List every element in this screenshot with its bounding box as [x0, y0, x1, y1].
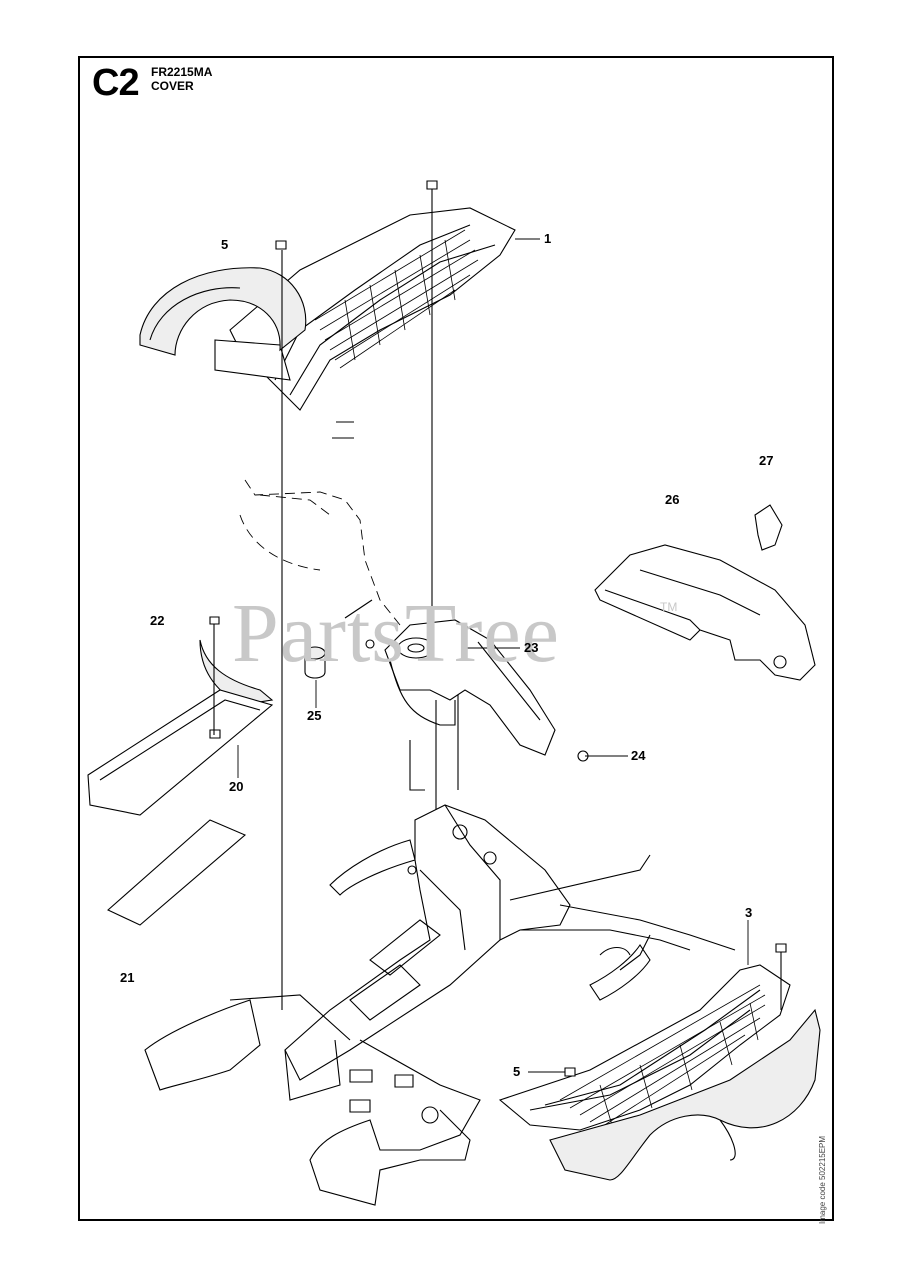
- page-code: C2: [92, 62, 140, 104]
- part-25-plug: [305, 647, 325, 678]
- leader-lines: [238, 239, 748, 1072]
- callout-25: 25: [307, 708, 322, 723]
- ghost-outline: [240, 480, 400, 625]
- image-code: Image code 502215EPM: [818, 1135, 827, 1224]
- watermark-text: PartsTree: [232, 587, 560, 680]
- part-27-clip: [755, 505, 782, 550]
- grille-pattern-lower: [560, 985, 765, 1128]
- part-20-22-side-panel: [88, 617, 272, 815]
- part-21-strip: [108, 820, 245, 925]
- part-5-fender-top: [140, 268, 306, 355]
- callout-5-top: 5: [221, 237, 229, 252]
- hardware-dashes: [332, 422, 354, 438]
- callout-26: 26: [665, 492, 680, 507]
- bolt-top-5: [276, 241, 286, 249]
- bolt-bottom-3: [776, 944, 786, 1010]
- grille-pattern: [315, 230, 478, 368]
- callout-5-bottom: 5: [513, 1064, 521, 1079]
- bolt-top-1: [427, 181, 437, 230]
- screw-group-23: [345, 600, 374, 648]
- part-1-top-cover: [215, 208, 515, 410]
- callout-21: 21: [120, 970, 135, 985]
- part-3-lower-footrest: [500, 965, 790, 1130]
- callout-27: 27: [759, 453, 774, 468]
- part-5-fender-bottom: [550, 1010, 820, 1180]
- callout-22: 22: [150, 613, 165, 628]
- callout-24: 24: [631, 748, 646, 763]
- callout-1: 1: [544, 231, 552, 246]
- callout-20: 20: [229, 779, 244, 794]
- part-23-console-cover: [385, 620, 555, 755]
- callout-23: 23: [524, 640, 539, 655]
- bolt-bottom-5: [565, 1068, 575, 1076]
- chassis-frame: [145, 740, 735, 1205]
- callout-3: 3: [745, 905, 753, 920]
- section-title: COVER: [151, 79, 194, 93]
- part-26-rear-cover: [595, 545, 815, 680]
- diagram-frame: [78, 56, 834, 1221]
- watermark-trademark: TM: [660, 600, 678, 614]
- model-number: FR2215MA: [151, 65, 213, 79]
